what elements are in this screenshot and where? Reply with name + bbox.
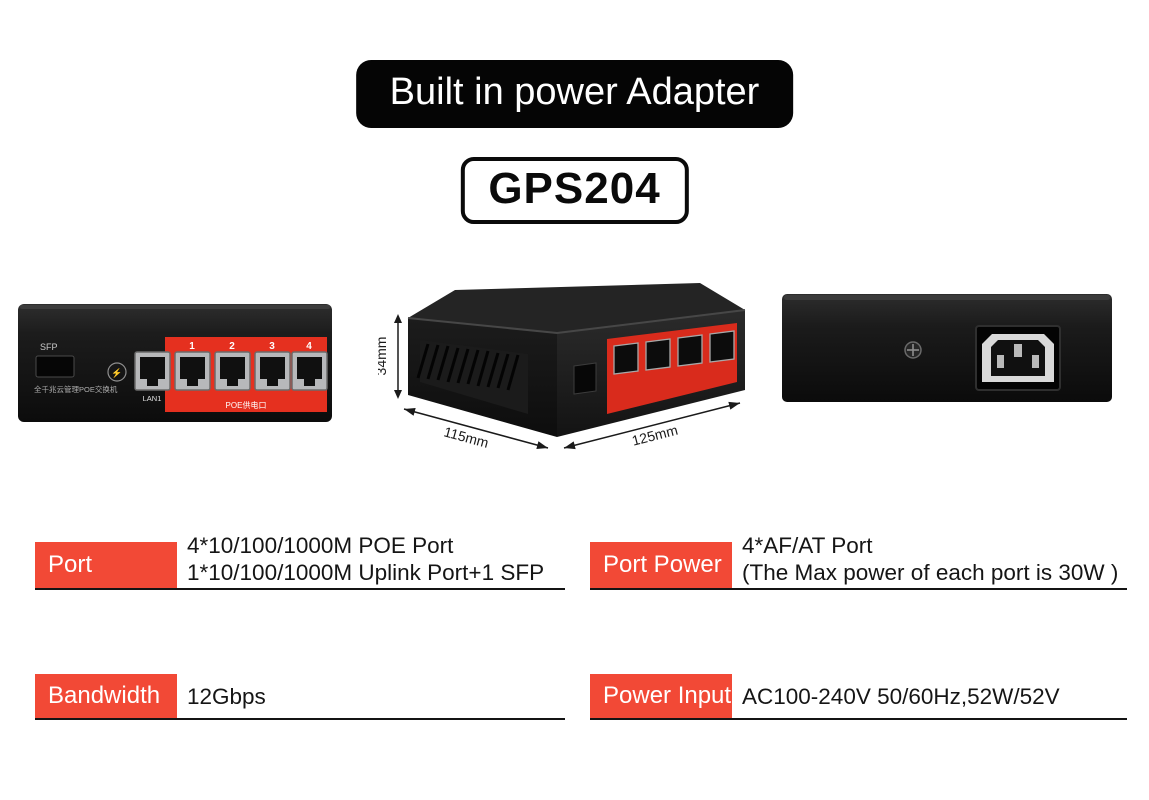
- product-cn-label: 全千兆云管理POE交换机: [34, 384, 118, 394]
- switch-back-view: [782, 294, 1112, 402]
- dimension-depth: [403, 408, 549, 449]
- dimension-depth-label: 115mm: [442, 423, 490, 450]
- spec-value-power-input: AC100-240V 50/60Hz,52W/52V: [742, 683, 1060, 718]
- dimension-height: [394, 314, 402, 399]
- back-chassis: [782, 294, 1112, 402]
- model-badge: GPS204: [460, 157, 689, 224]
- spec-row-port-power: Port Power 4*AF/AT Port (The Max power o…: [590, 532, 1127, 590]
- spec-label-port-power: Port Power: [590, 542, 732, 588]
- spec-value-line: 4*10/100/1000M POE Port: [187, 533, 454, 558]
- spec-row-port: Port 4*10/100/1000M POE Port 1*10/100/10…: [35, 532, 565, 590]
- rj45-port-poe3: [254, 351, 291, 391]
- spec-value-line: 1*10/100/1000M Uplink Port+1 SFP: [187, 560, 545, 585]
- dimension-width-label: 125mm: [630, 422, 679, 449]
- spec-value-port-power: 4*AF/AT Port (The Max power of each port…: [742, 532, 1118, 588]
- sfp-label: SFP: [40, 342, 58, 352]
- top-edge-highlight: [407, 309, 746, 335]
- lan-label: LAN1: [143, 394, 162, 403]
- ac-power-inlet: [975, 325, 1061, 391]
- uplink-port: [573, 362, 597, 395]
- port-number-4: 4: [306, 341, 312, 352]
- spec-value-line: 12Gbps: [187, 684, 266, 709]
- switch-front-view: SFP 全千兆云管理POE交换机 ⚡ 1 2 3 4 LAN1: [18, 304, 332, 422]
- poe-caption: POE供电口: [226, 400, 267, 410]
- screw: [904, 341, 922, 359]
- dimension-height-label: 34mm: [378, 337, 389, 376]
- rj45-port-lan: [134, 351, 171, 391]
- spec-row-bandwidth: Bandwidth 12Gbps: [35, 674, 565, 720]
- top-face: [408, 283, 745, 333]
- sfp-port: [35, 355, 75, 378]
- spec-value-port: 4*10/100/1000M POE Port 1*10/100/1000M U…: [187, 532, 544, 588]
- lightning-icon: ⚡: [111, 367, 122, 379]
- port-number-3: 3: [269, 341, 275, 352]
- spec-value-line: AC100-240V 50/60Hz,52W/52V: [742, 684, 1060, 709]
- front-top-edge: [20, 305, 330, 309]
- inlet-pin-right: [1032, 355, 1039, 368]
- side-vents: [416, 340, 528, 414]
- spec-label-power-input: Power Input: [590, 674, 732, 718]
- spec-value-line: 4*AF/AT Port: [742, 533, 873, 558]
- switch-perspective-view: 34mm 115mm 125mm: [378, 283, 746, 451]
- angled-rj45-ports: [613, 330, 735, 375]
- inlet-pin-left: [997, 355, 1004, 368]
- spec-value-line: (The Max power of each port is 30W ): [742, 560, 1119, 585]
- surge-protection-icon: [107, 362, 127, 382]
- poe-red-panel-angled: [607, 323, 737, 414]
- rj45-port-poe2: [214, 351, 251, 391]
- port-number-2: 2: [229, 341, 235, 352]
- spec-label-port: Port: [35, 542, 177, 588]
- back-top-edge: [784, 295, 1110, 300]
- inlet-pin-ground: [1014, 344, 1022, 357]
- port-number-1: 1: [189, 341, 195, 352]
- spec-value-bandwidth: 12Gbps: [187, 683, 266, 718]
- spec-row-power-input: Power Input AC100-240V 50/60Hz,52W/52V: [590, 674, 1127, 720]
- rj45-port-poe4: [291, 351, 328, 391]
- dimension-width: [563, 401, 741, 450]
- spec-label-bandwidth: Bandwidth: [35, 674, 177, 718]
- banner-title: Built in power Adapter: [355, 60, 794, 128]
- rj45-port-poe1: [174, 351, 211, 391]
